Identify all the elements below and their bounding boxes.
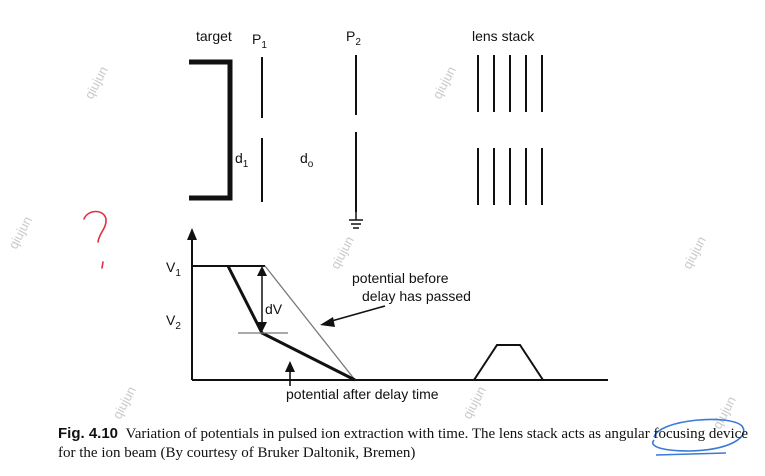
lens-stack-label: lens stack (472, 28, 535, 44)
dv-arrow-down-icon (257, 322, 267, 332)
figure-caption: Fig. 4.10 Variation of potentials in pul… (58, 424, 748, 463)
ground-icon (349, 212, 363, 229)
v1-label: V1 (166, 259, 181, 279)
question-mark-dot (101, 261, 104, 269)
potential-after-curve (226, 265, 356, 382)
p2-label: P2 (346, 28, 361, 48)
blue-circle-annotation (651, 418, 745, 452)
watermarks: qiujun qiujun qiujun qiujun qiujun qiuju… (5, 64, 739, 432)
potential-before-curve (264, 265, 356, 381)
d1-label: d1 (235, 150, 249, 170)
v2-label: V2 (166, 312, 181, 332)
figure-number: Fig. 4.10 (58, 425, 119, 442)
watermark: qiujun (679, 234, 709, 272)
after-pointer-arrow-icon (285, 361, 295, 372)
question-mark-annotation (83, 210, 107, 243)
apparatus-diagram: target P1 P2 lens stack d1 do (189, 28, 543, 229)
p1-label: P1 (252, 31, 267, 51)
blue-underline-annotation (655, 452, 727, 456)
before-pointer (327, 305, 386, 323)
watermark: qiujun (327, 234, 357, 272)
watermark: qiujun (109, 384, 139, 422)
target-label: target (196, 28, 232, 44)
watermark: qiujun (81, 64, 111, 102)
hand-annotations (83, 210, 745, 456)
delay-passed-label: delay has passed (362, 288, 471, 304)
potential-plot: V1 V2 dV potential before delay has pass… (166, 228, 608, 402)
axis-arrow-icon (187, 228, 197, 240)
watermark: qiujun (5, 214, 35, 252)
lens-pulse (473, 344, 544, 381)
caption-text: Variation of potentials in pulsed ion ex… (58, 426, 749, 461)
d0-label: do (300, 150, 314, 170)
watermark: qiujun (429, 64, 459, 102)
lens-stack (477, 55, 543, 205)
dv-arrow-up-icon (257, 266, 267, 276)
target-plate (189, 59, 233, 201)
potential-after-label: potential after delay time (286, 386, 439, 402)
dv-label: dV (265, 301, 283, 317)
watermark: qiujun (459, 384, 489, 422)
potential-before-label: potential before (352, 270, 449, 286)
before-pointer-arrow-icon (320, 317, 335, 327)
